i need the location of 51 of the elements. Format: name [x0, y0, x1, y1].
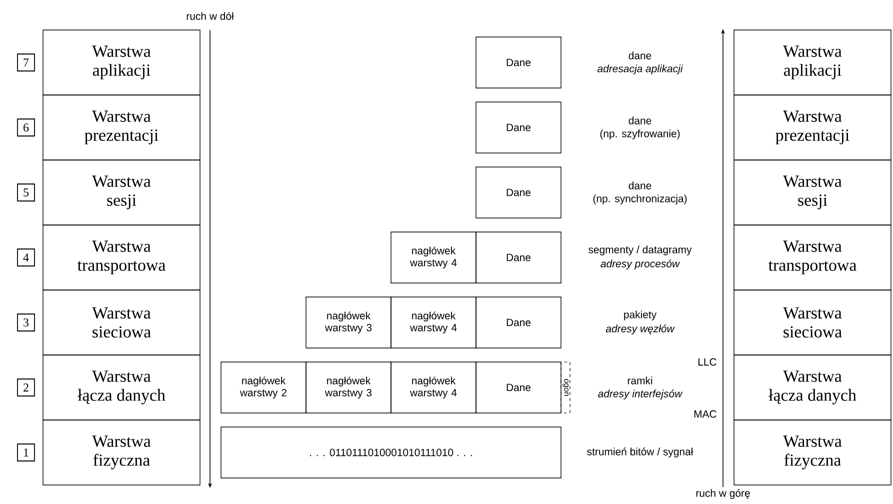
direction-label: ruch w dół: [186, 12, 234, 20]
layer-box: Warstwa transportowa: [42, 224, 200, 290]
layer-number: 1: [17, 444, 35, 462]
layer-box: Warstwa aplikacji: [734, 30, 892, 96]
description-text: dane: [628, 116, 652, 124]
layer-box: Warstwa sesji: [734, 160, 892, 226]
data-box: Dane: [476, 362, 562, 414]
description-text: pakiety: [624, 310, 657, 320]
header-box: nagłówek warstwy 3: [306, 362, 392, 414]
layer-box: Warstwa fizyczna: [42, 420, 200, 486]
layer-box: Warstwa transportowa: [734, 224, 892, 290]
description-text: (np. szyfrowanie): [600, 130, 680, 140]
description-text: adresy interfejsów: [598, 390, 683, 400]
data-box: Dane: [476, 232, 562, 284]
layer-number: 4: [17, 248, 35, 266]
data-box: Dane: [476, 102, 562, 154]
sublayer-label: MAC: [694, 410, 716, 418]
description-text: ramki: [628, 376, 652, 384]
layer-box: Warstwa łącza danych: [42, 354, 200, 420]
layer-box: Warstwa sesji: [42, 160, 200, 226]
header-box: nagłówek warstwy 3: [306, 296, 392, 348]
layer-box: Warstwa sieciowa: [734, 290, 892, 356]
data-box: Dane: [476, 36, 562, 88]
description-text: dane: [628, 182, 652, 190]
data-box: Dane: [476, 296, 562, 348]
description-text: adresacja aplikacji: [598, 64, 683, 74]
layer-number: 5: [17, 184, 35, 202]
layer-number: 6: [17, 118, 35, 136]
layer-number: 3: [17, 314, 35, 332]
layer-box: Warstwa łącza danych: [734, 354, 892, 420]
layer-number: 2: [17, 378, 35, 396]
description-text: dane: [628, 52, 652, 60]
direction-label: ruch w górę: [696, 489, 750, 499]
sublayer-label: LLC: [698, 358, 716, 366]
description-text: strumień bitów / sygnał: [587, 448, 694, 458]
header-box: nagłówek warstwy 4: [390, 362, 476, 414]
header-box: nagłówek warstwy 2: [220, 362, 306, 414]
layer-box: Warstwa prezentacji: [42, 94, 200, 160]
description-text: adresy procesów: [600, 260, 680, 270]
bitstream-box: . . . 0110111010001010111010 . . .: [220, 426, 562, 478]
layer-box: Warstwa fizyczna: [734, 420, 892, 486]
header-box: nagłówek warstwy 4: [390, 232, 476, 284]
description-text: (np. synchronizacja): [593, 194, 687, 204]
description-text: adresy węzłów: [606, 324, 675, 334]
description-text: segmenty / datagramy: [588, 246, 692, 256]
layer-box: Warstwa aplikacji: [42, 30, 200, 96]
layer-number: 7: [17, 54, 35, 72]
layer-box: Warstwa sieciowa: [42, 290, 200, 356]
header-box: nagłówek warstwy 4: [390, 296, 476, 348]
layer-box: Warstwa prezentacji: [734, 94, 892, 160]
data-box: Dane: [476, 166, 562, 218]
